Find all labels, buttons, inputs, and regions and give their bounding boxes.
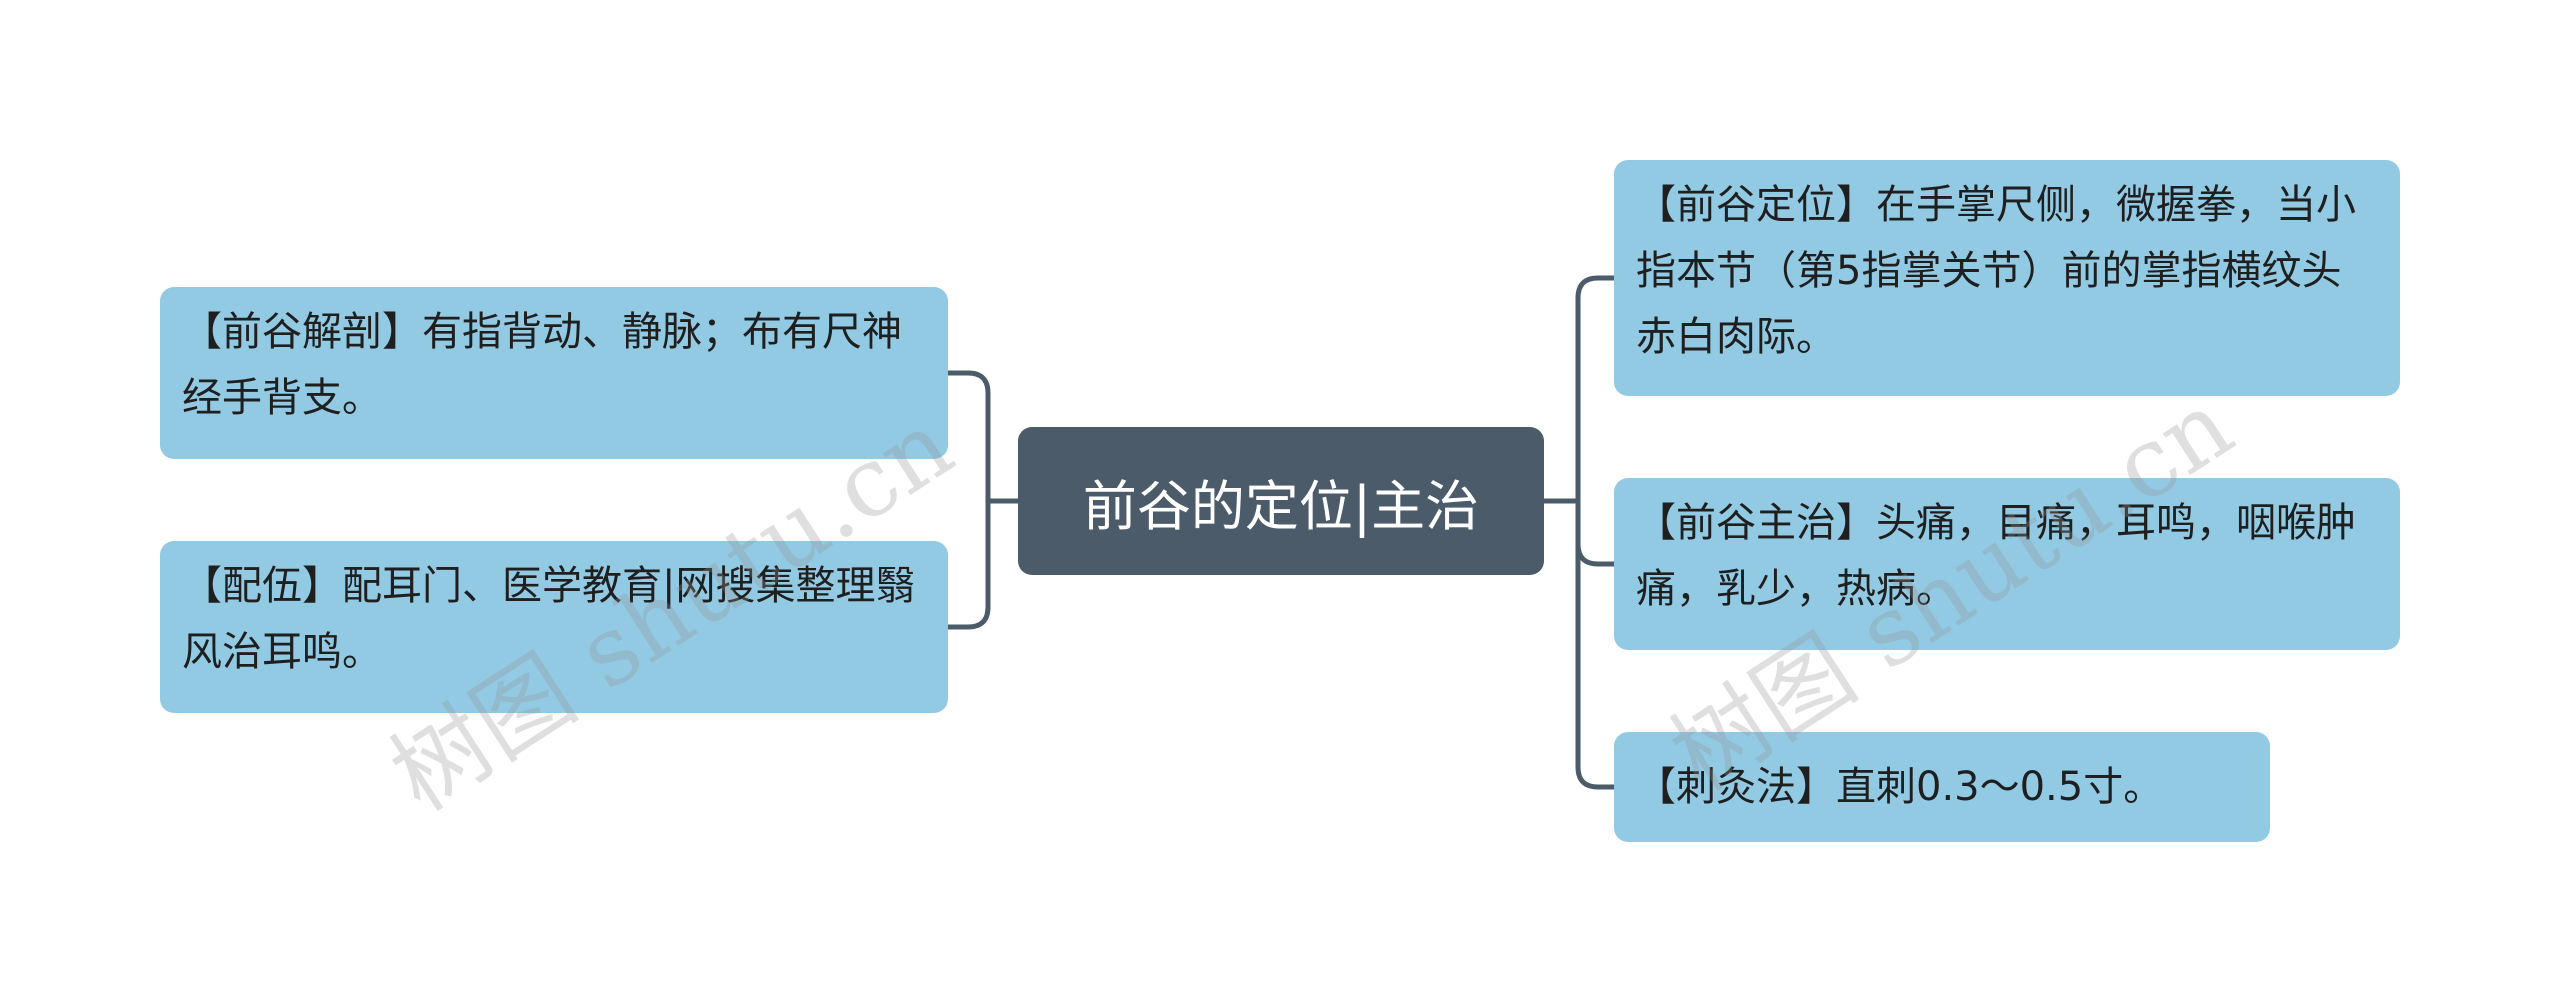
connector-right-trunk: [1575, 275, 1614, 790]
central-topic-label: 前谷的定位|主治: [1082, 474, 1480, 538]
branch-node-text: 【前谷解剖】有指背动、静脉；布有尺神经手背支。: [182, 309, 902, 421]
branch-node-needling-method[interactable]: 【刺灸法】直刺0.3～0.5寸。: [1614, 732, 2270, 842]
central-topic[interactable]: 前谷的定位|主治: [1018, 427, 1544, 575]
branch-node-combination[interactable]: 【配伍】配耳门、医学教育|网搜集整理翳风治耳鸣。: [160, 541, 948, 713]
branch-node-indications[interactable]: 【前谷主治】头痛，目痛，耳鸣，咽喉肿痛，乳少，热病。: [1614, 478, 2400, 650]
branch-node-location[interactable]: 【前谷定位】在手掌尺侧，微握拳，当小指本节（第5指掌关节）前的掌指横纹头赤白肉际…: [1614, 160, 2400, 396]
connector-right-middle: [1575, 543, 1614, 567]
branch-node-text: 【前谷定位】在手掌尺侧，微握拳，当小指本节（第5指掌关节）前的掌指横纹头赤白肉际…: [1636, 182, 2356, 360]
branch-node-text: 【配伍】配耳门、医学教育|网搜集整理翳风治耳鸣。: [182, 563, 916, 675]
branch-node-anatomy[interactable]: 【前谷解剖】有指背动、静脉；布有尺神经手背支。: [160, 287, 948, 459]
connector-left-trunk: [948, 370, 991, 630]
branch-node-text: 【刺灸法】直刺0.3～0.5寸。: [1636, 764, 2164, 810]
branch-node-text: 【前谷主治】头痛，目痛，耳鸣，咽喉肿痛，乳少，热病。: [1636, 500, 2356, 612]
